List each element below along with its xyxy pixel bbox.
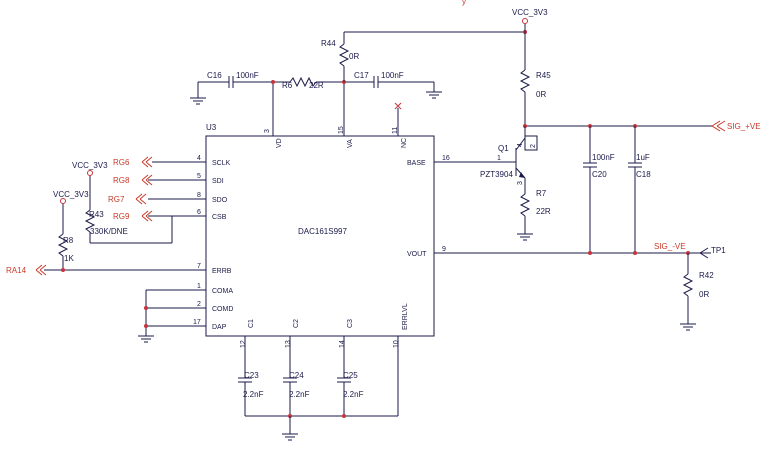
partial-title: y — [462, 0, 466, 6]
r44-ref: R44 — [321, 39, 336, 48]
q1-pin-base: 1 — [497, 155, 501, 162]
c16-value: 100nF — [236, 71, 259, 80]
q1-ref: Q1 — [498, 144, 509, 153]
rg6-label: RG6 — [113, 158, 130, 167]
pin-num-errb: 7 — [197, 263, 201, 270]
pin-name-base: BASE — [407, 160, 426, 167]
pin-name-c3: C3 — [347, 319, 354, 328]
c16-ref: C16 — [207, 71, 222, 80]
r44-value: 0R — [349, 52, 359, 61]
transistor-q1: Q1 1 4 2 3 PZT3904 R7 22R — [480, 124, 712, 241]
r6-ref: R6 — [282, 81, 293, 90]
pin-num-nc: 11 — [392, 127, 399, 134]
r7-ref: R7 — [536, 189, 547, 198]
pin-num-coma: 1 — [197, 283, 201, 290]
pin-num-vout: 9 — [442, 246, 446, 253]
pin-name-errlvl: ERRLVL — [402, 303, 409, 330]
q1-pin-e3: 3 — [517, 181, 524, 185]
pin-num-c1: 12 — [240, 340, 247, 348]
pin-name-errb: ERRB — [212, 268, 232, 275]
pin-name-c2: C2 — [293, 319, 300, 328]
rg9-label: RG9 — [113, 212, 130, 221]
c17-value: 100nF — [381, 71, 404, 80]
ra14-label: RA14 — [6, 266, 27, 275]
sig-neg-label: SIG_-VE — [654, 242, 686, 251]
pin-name-sclk: SCLK — [212, 160, 231, 167]
r7-value: 22R — [536, 207, 551, 216]
pin-name-vd: VD — [276, 138, 283, 148]
r45-value: 0R — [536, 90, 546, 99]
pin-name-va: VA — [347, 139, 354, 148]
pin-num-va: 15 — [338, 126, 345, 134]
q1-pin-c4: 4 — [517, 143, 524, 147]
pin-num-sdi: 5 — [197, 173, 201, 180]
vcc-top-label: VCC_3V3 — [512, 8, 548, 17]
r43-ref: R43 — [89, 210, 104, 219]
pin-name-sdo: SDO — [212, 197, 228, 204]
c24-ref: C24 — [289, 371, 304, 380]
r45-ref: R45 — [536, 71, 551, 80]
pin-name-vout: VOUT — [407, 251, 427, 258]
q1-pin-c2: 2 — [530, 144, 537, 148]
c23-ref: C23 — [244, 371, 259, 380]
pin-num-sclk: 4 — [197, 155, 201, 162]
vcc-r43-label: VCC_3V3 — [72, 161, 108, 170]
r42-ref: R42 — [699, 271, 714, 280]
left-signals: RG6 RG8 RG7 RG9 VCC_3V3 R43 330K/DNE VCC… — [6, 156, 173, 343]
net-sig-neg: SIG_-VE TP1 R42 0R — [654, 242, 726, 331]
ic-ref: U3 — [206, 123, 217, 132]
ic-part-name: DAC161S997 — [298, 227, 347, 236]
pin-num-errlvl: 10 — [393, 340, 400, 348]
pin-num-c2: 13 — [285, 340, 292, 348]
supply-filter: C16 100nF R6 22R C17 100nF R44 0R — [190, 8, 551, 126]
c25-ref: C25 — [343, 371, 358, 380]
pin-num-c3: 14 — [339, 340, 346, 348]
pin-num-vd: 3 — [264, 129, 271, 133]
r8-ref: R8 — [63, 236, 74, 245]
rg7-label: RG7 — [108, 195, 125, 204]
c23-value: 2.2nF — [243, 390, 264, 399]
pin-name-sdi: SDI — [212, 178, 224, 185]
output-caps: 100nF C20 1uF C18 — [583, 126, 690, 255]
r43-value: 330K/DNE — [90, 227, 128, 236]
c18-value: 1uF — [636, 153, 650, 162]
rg8-label: RG8 — [113, 176, 130, 185]
pin-name-comd: COMD — [212, 306, 233, 313]
pin-num-csb: 6 — [197, 209, 201, 216]
net-sig-pos: SIG_+VE — [711, 120, 761, 132]
bottom-caps: C23 2.2nF C24 2.2nF C25 2.2nF — [238, 371, 398, 441]
c18-ref: C18 — [636, 170, 651, 179]
pin-name-c1: C1 — [248, 319, 255, 328]
pin-num-sdo: 8 — [197, 192, 201, 199]
c17-ref: C17 — [354, 71, 369, 80]
pin-name-csb: CSB — [212, 214, 227, 221]
pin-name-dap: DAP — [212, 324, 227, 331]
pin-name-coma: COMA — [212, 288, 233, 295]
vcc-r8-label: VCC_3V3 — [53, 190, 89, 199]
c25-value: 2.2nF — [343, 390, 364, 399]
q1-part: PZT3904 — [480, 170, 513, 179]
pin-name-nc: NC — [401, 138, 408, 148]
pin-num-base: 16 — [442, 155, 450, 162]
tp1-label: TP1 — [711, 246, 726, 255]
pin-num-dap: 17 — [193, 319, 201, 326]
c24-value: 2.2nF — [289, 390, 310, 399]
r42-value: 0R — [699, 290, 709, 299]
r6-value: 22R — [309, 81, 324, 90]
no-connect-marker — [394, 102, 402, 110]
pin-num-comd: 2 — [197, 301, 201, 308]
c20-ref: C20 — [592, 170, 607, 179]
ic-body — [205, 135, 435, 337]
sig-pos-label: SIG_+VE — [727, 122, 761, 131]
ic-u3: U3 DAC161S997 4 SCLK 5 SDI 8 SDO 6 CSB 7… — [44, 82, 700, 416]
c20-value: 100nF — [592, 153, 615, 162]
r8-value: 1K — [64, 254, 74, 263]
